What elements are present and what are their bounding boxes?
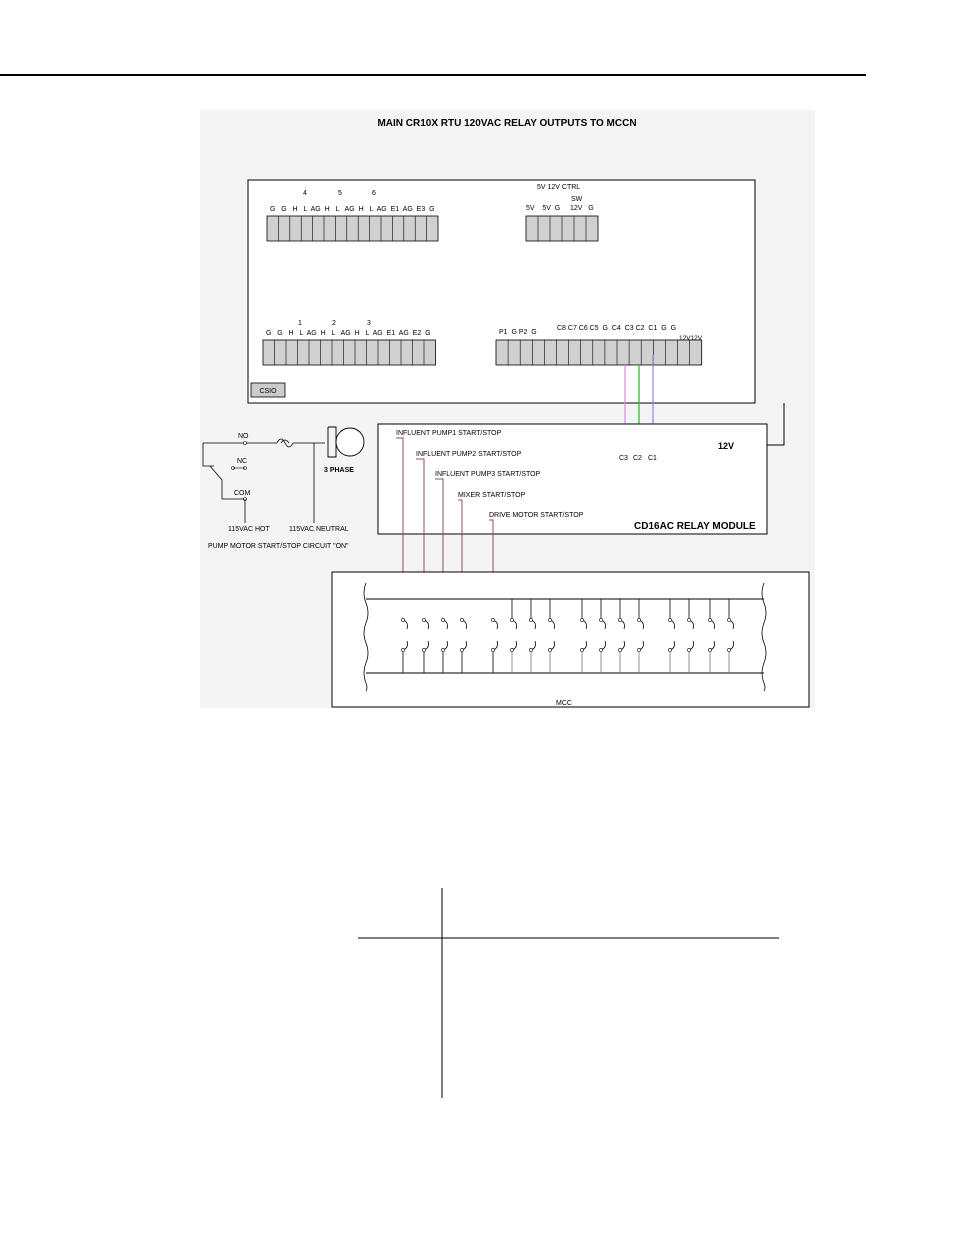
cr10x-panel: 4 5 6 G G H L AG H L AG H L AG E1 AG E3 … bbox=[247, 179, 756, 404]
motor-label: 3 PHASE bbox=[324, 467, 354, 474]
mcc-contact-terminal bbox=[529, 618, 533, 622]
mcc-contact-terminal bbox=[548, 648, 552, 652]
top-left-terminal-strip bbox=[266, 215, 439, 242]
channel-label-c3: C3 bbox=[619, 455, 628, 462]
mcc-contact-terminal bbox=[727, 618, 731, 622]
pump-circuit-caption: PUMP MOTOR START/STOP CIRCUIT "ON" bbox=[208, 543, 349, 550]
mcc-contact-terminal bbox=[401, 618, 405, 622]
mcc-contact-terminal bbox=[529, 648, 533, 652]
mcc-contact-terminal bbox=[668, 618, 672, 622]
empty-table bbox=[358, 888, 779, 1098]
mcc-contact-terminal bbox=[708, 648, 712, 652]
top-left-terminal-labels: G G H L AG H L AG H L AG E1 AG E3 G bbox=[270, 206, 435, 213]
bottom-right-terminal-labels-b: C8 C7 C6 C5 G C4 C3 C2 C1 G G bbox=[557, 325, 676, 332]
ctrl-12v-g-label: 12V G bbox=[570, 205, 594, 212]
mcc-contact-terminal bbox=[618, 648, 622, 652]
channel-label-c2: C2 bbox=[633, 455, 642, 462]
hot-label: 115VAC HOT bbox=[228, 526, 270, 533]
mcc-contact-terminal bbox=[441, 618, 445, 622]
mcc-label: MCC bbox=[556, 700, 572, 707]
nc-contact-label: NC bbox=[237, 458, 247, 465]
relay-output-1: INFLUENT PUMP1 START/STOP bbox=[396, 430, 502, 437]
mcc-contacts bbox=[401, 599, 734, 673]
group-number-2: 2 bbox=[332, 320, 336, 327]
mcc-contact-terminal bbox=[618, 618, 622, 622]
relay-output-3: INFLUENT PUMP3 START/STOP bbox=[435, 471, 541, 478]
mcc-contact-terminal bbox=[401, 648, 405, 652]
relay-voltage-label: 12V bbox=[718, 441, 734, 451]
mcc-contact-terminal bbox=[580, 618, 584, 622]
bottom-right-12v-label: 12V12V bbox=[679, 335, 703, 342]
mcc-panel: MCC bbox=[331, 571, 810, 708]
mcc-contact-terminal bbox=[687, 648, 691, 652]
group-number-3: 3 bbox=[367, 320, 371, 327]
relay-output-2: INFLUENT PUMP2 START/STOP bbox=[416, 451, 522, 458]
ctrl-sw-label: SW bbox=[571, 196, 583, 203]
mcc-contact-terminal bbox=[491, 618, 495, 622]
relay-output-5: DRIVE MOTOR START/STOP bbox=[489, 512, 584, 519]
no-contact-label: NO bbox=[238, 433, 249, 440]
mcc-contact-terminal bbox=[422, 648, 426, 652]
channel-label-c1: C1 bbox=[648, 455, 657, 462]
neutral-label: 115VAC NEUTRAL bbox=[289, 526, 349, 533]
group-number-5: 5 bbox=[338, 190, 342, 197]
ctrl-header: 5V 12V CTRL bbox=[537, 184, 580, 191]
mcc-contact-terminal bbox=[510, 648, 514, 652]
mcc-contact-terminal bbox=[580, 648, 584, 652]
mcc-contact-terminal bbox=[708, 618, 712, 622]
mcc-contact-terminal bbox=[687, 618, 691, 622]
pump-motor-circuit: NO NC COM 3 PHASE 115VAC HOT 115VAC NEUT… bbox=[202, 426, 365, 550]
diagram-title: MAIN CR10X RTU 120VAC RELAY OUTPUTS TO M… bbox=[377, 118, 636, 129]
com-contact-label: COM bbox=[234, 490, 251, 497]
mcc-contact-terminal bbox=[637, 648, 641, 652]
mcc-contact-terminal bbox=[548, 618, 552, 622]
relay-output-4: MIXER START/STOP bbox=[458, 492, 526, 499]
group-number-6: 6 bbox=[372, 190, 376, 197]
mcc-contact-terminal bbox=[422, 618, 426, 622]
mcc-contact-terminal bbox=[441, 648, 445, 652]
csio-port bbox=[250, 382, 286, 398]
mcc-contact-terminal bbox=[460, 648, 464, 652]
bottom-left-terminal-labels: G G H L AG H L AG H L AG E1 AG E2 G bbox=[266, 330, 431, 337]
mcc-contact-terminal bbox=[599, 618, 603, 622]
bottom-left-terminal-strip bbox=[262, 339, 436, 366]
mcc-contact-terminal bbox=[460, 618, 464, 622]
ctrl-terminal-labels: 5V 5V G bbox=[526, 205, 560, 212]
group-number-1: 1 bbox=[298, 320, 302, 327]
mcc-contact-terminal bbox=[510, 618, 514, 622]
relay-module-title: CD16AC RELAY MODULE bbox=[634, 521, 756, 532]
mcc-contact-terminal bbox=[491, 648, 495, 652]
bottom-right-terminal-strip bbox=[495, 339, 703, 366]
bottom-right-terminal-labels-a: P1 G P2 G bbox=[499, 329, 537, 336]
ctrl-terminal-strip bbox=[525, 215, 599, 242]
mcc-contact-terminal bbox=[668, 648, 672, 652]
mcc-contact-terminal bbox=[599, 648, 603, 652]
csio-label: CSIO bbox=[259, 388, 277, 395]
mcc-contact-terminal bbox=[637, 618, 641, 622]
mcc-contact-terminal bbox=[727, 648, 731, 652]
group-number-4: 4 bbox=[303, 190, 307, 197]
